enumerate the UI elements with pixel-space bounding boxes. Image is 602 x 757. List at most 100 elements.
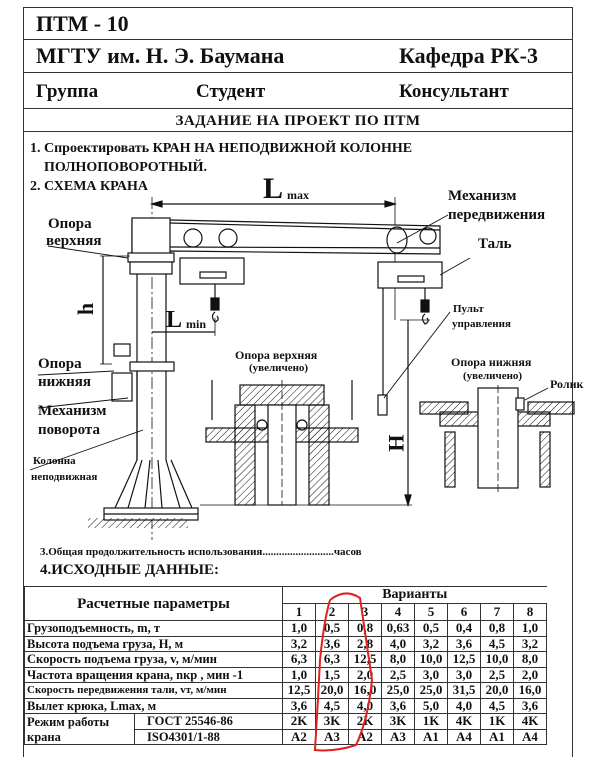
trolley-right bbox=[377, 226, 443, 416]
gost-value: 4K bbox=[513, 713, 547, 730]
parameter-value: 12,5 bbox=[282, 682, 316, 699]
iso-value: A1 bbox=[480, 728, 514, 745]
lmax-label: L bbox=[263, 172, 284, 205]
header-org-row: МГТУ им. Н. Э. Баумана Кафедра РК-3 bbox=[24, 40, 572, 73]
H-label: H bbox=[383, 434, 409, 452]
parameters-table: Расчетные параметры Варианты 1 2 3 4 5 6… bbox=[24, 585, 547, 745]
slewing-mechanism-drawing bbox=[111, 343, 133, 402]
parameter-value: 16,0 bbox=[348, 682, 382, 699]
parameter-value: 0,63 bbox=[381, 620, 415, 637]
parameter-value: 4,0 bbox=[348, 697, 382, 714]
iso-value: A2 bbox=[282, 728, 316, 745]
lower-detail-subtitle: (увеличено) bbox=[463, 370, 523, 382]
task-item-4: 4.ИСХОДНЫЕ ДАННЫЕ: bbox=[40, 562, 220, 578]
variant-number: 2 bbox=[315, 603, 349, 621]
variant-number: 8 bbox=[513, 603, 547, 621]
lower-support-detail bbox=[419, 385, 575, 495]
table-row-iso: крана ISO4301/1-88 A2 A3 A2 A3 A1 A4 A1 … bbox=[24, 728, 547, 745]
task-item-2: 2. СХЕМА КРАНА bbox=[30, 179, 149, 194]
pendant-label-2: управления bbox=[452, 318, 511, 330]
parameter-value: 0,5 bbox=[315, 620, 349, 637]
parameter-value: 4,5 bbox=[480, 697, 514, 714]
parameter-value: 5,0 bbox=[414, 697, 448, 714]
parameter-label: Вылет крюка, Lmax, м bbox=[24, 697, 283, 714]
mode-label-1: Режим работы bbox=[24, 713, 135, 729]
header-title-row: ЗАДАНИЕ НА ПРОЕКТ ПО ПТМ bbox=[24, 109, 572, 133]
parameter-value: 3,2 bbox=[513, 635, 547, 652]
leader-lines bbox=[29, 214, 549, 471]
variant-numbers-row: 1 2 3 4 5 6 7 8 bbox=[25, 603, 547, 621]
table-header-row: Расчетные параметры Варианты bbox=[24, 585, 547, 621]
parameter-value: 2,5 bbox=[381, 666, 415, 683]
parameter-value: 3,0 bbox=[414, 666, 448, 683]
parameter-label: Частота вращения крана, nкр , мин -1 bbox=[24, 666, 283, 683]
consultant-label: Консультант bbox=[399, 81, 509, 102]
travel-mechanism-label-2: передвижения bbox=[448, 207, 546, 223]
parameter-value: 16,0 bbox=[513, 682, 547, 699]
gost-value: 3K bbox=[315, 713, 349, 730]
parameter-value: 0,5 bbox=[414, 620, 448, 637]
parameter-value: 2,8 bbox=[348, 635, 382, 652]
upper-detail-title: Опора верхняя bbox=[235, 348, 318, 362]
slew-mechanism-label-1: Механизм bbox=[38, 403, 107, 419]
lmin-dimension bbox=[152, 318, 216, 336]
lmin-label: L bbox=[166, 307, 183, 333]
parameter-value: 10,0 bbox=[480, 651, 514, 668]
iso-value: A3 bbox=[315, 728, 349, 745]
upper-support-drawing bbox=[127, 252, 175, 275]
parameter-value: 1,5 bbox=[315, 666, 349, 683]
parameter-value: 25,0 bbox=[381, 682, 415, 699]
jib-beam bbox=[131, 217, 441, 255]
travel-mechanism-label-1: Механизм bbox=[448, 188, 517, 204]
variant-number: 5 bbox=[414, 603, 448, 621]
parameter-value: 1,0 bbox=[282, 666, 316, 683]
parameter-value: 3,6 bbox=[282, 697, 316, 714]
parameter-value: 2,0 bbox=[513, 666, 547, 683]
lmin-sub: min bbox=[186, 317, 207, 331]
upper-support-label-2: верхняя bbox=[46, 233, 102, 249]
trolley-left bbox=[179, 228, 245, 323]
roller-label: Ролик bbox=[550, 377, 584, 391]
gost-value: 4K bbox=[447, 713, 481, 730]
lower-support-label-2: нижняя bbox=[38, 374, 92, 390]
upper-support-label-1: Опора bbox=[48, 216, 92, 232]
assignment-title: ЗАДАНИЕ НА ПРОЕКТ ПО ПТМ bbox=[175, 113, 421, 129]
column-drawing bbox=[88, 274, 199, 528]
parameter-label: Грузоподъемность, m, т bbox=[24, 620, 283, 637]
hoist-label: Таль bbox=[478, 236, 512, 252]
parameter-value: 3,0 bbox=[447, 666, 481, 683]
parameter-value: 3,6 bbox=[513, 697, 547, 714]
upper-support-detail bbox=[205, 380, 359, 506]
parameter-value: 6,3 bbox=[282, 651, 316, 668]
gost-value: 1K bbox=[414, 713, 448, 730]
parameter-label: Скорость подъема груза, v, м/мин bbox=[24, 651, 283, 668]
variant-number: 6 bbox=[447, 603, 481, 621]
task-item-1: 1. Спроектировать КРАН НА НЕПОДВИЖНОЙ КО… bbox=[30, 141, 413, 156]
group-label: Группа bbox=[36, 81, 99, 102]
variant-number: 7 bbox=[480, 603, 514, 621]
parameter-value: 4,0 bbox=[447, 697, 481, 714]
table-row-gost: Режим работы ГОСТ 25546-86 2K 3K 2K 3K 1… bbox=[24, 713, 547, 730]
iso-value: A1 bbox=[414, 728, 448, 745]
student-label: Студент bbox=[196, 81, 266, 102]
parameter-value: 0,4 bbox=[447, 620, 481, 637]
lmax-sub: max bbox=[287, 188, 309, 202]
pendant-label-1: Пульт bbox=[453, 303, 484, 315]
parameter-value: 12,5 bbox=[348, 651, 382, 668]
parameter-value: 3,2 bbox=[414, 635, 448, 652]
column-label-1: Колонна bbox=[33, 455, 76, 467]
iso-value: A4 bbox=[447, 728, 481, 745]
parameter-value: 2,5 bbox=[480, 666, 514, 683]
h-label: h bbox=[73, 302, 99, 316]
parameter-value: 20,0 bbox=[480, 682, 514, 699]
parameter-value: 20,0 bbox=[315, 682, 349, 699]
parameter-value: 3,6 bbox=[447, 635, 481, 652]
task-item-3: 3.Общая продолжительность использования.… bbox=[40, 546, 362, 558]
iso-label: ISO4301/1-88 bbox=[134, 728, 283, 745]
variants-header: Варианты bbox=[282, 585, 547, 605]
gost-value: 3K bbox=[381, 713, 415, 730]
